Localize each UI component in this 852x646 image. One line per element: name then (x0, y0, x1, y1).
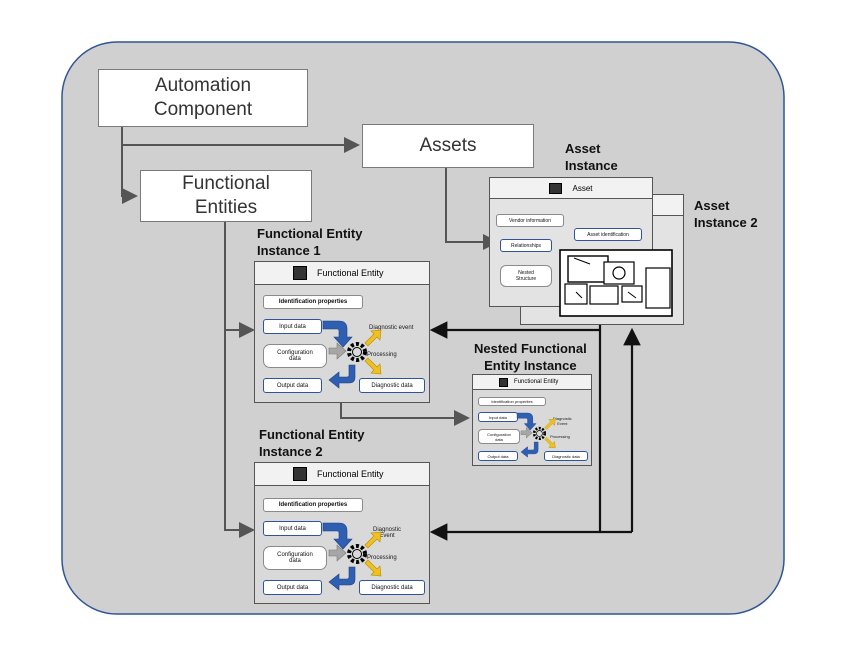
nested-structure-label: Nested Structure (515, 270, 537, 282)
asset-links (429, 305, 641, 541)
fe1-title: Functional Entity Instance 1 (257, 226, 363, 258)
nested-input-data-label: Input data (489, 414, 507, 420)
asset-identification-label: Asset identification (587, 231, 629, 238)
vendor-information-field[interactable]: Vendor information (496, 214, 564, 227)
asset-instance-2-title: Asset Instance 2 (694, 198, 758, 230)
fe-instance-1-card[interactable]: Functional Entity Identification propert… (254, 261, 430, 403)
nested-output-data-field[interactable]: Output data (478, 451, 518, 461)
asset-header-label: Asset (572, 183, 593, 193)
relationships-field[interactable]: Relationships (500, 239, 552, 252)
component-connectors (121, 124, 499, 538)
fe1-processing-label: Processing (367, 352, 397, 358)
fe1-input-data-label: Input data (279, 323, 306, 330)
fe2-processing-label: Processing (367, 555, 397, 561)
fe2-configuration-data-field[interactable]: Configuration data (263, 546, 327, 570)
nested-identification-field[interactable]: Identification properties (478, 397, 546, 406)
fe2-diagnostic-event-label: Diagnostic Event (373, 527, 402, 539)
fe2-header-label: Functional Entity (317, 469, 384, 479)
fe2-output-data-label: Output data (276, 584, 309, 591)
nested-configuration-data-label: Configuration data (487, 431, 511, 442)
functional-entity-icon (499, 377, 508, 387)
fe1-configuration-data-label: Configuration data (277, 350, 313, 362)
nested-configuration-data-field[interactable]: Configuration data (478, 429, 520, 444)
fe1-diagnostic-event-label: Diagnostic event (369, 325, 414, 331)
nested-fe-card[interactable]: Functional Entity Identification propert… (472, 374, 592, 466)
fe2-title: Functional Entity Instance 2 (259, 427, 365, 459)
assets-box[interactable]: Assets (362, 124, 534, 168)
functional-entities-box[interactable]: Functional Entities (140, 170, 312, 222)
fe1-output-data-label: Output data (276, 382, 309, 389)
assets-label: Assets (419, 135, 477, 156)
asset-icon (549, 182, 563, 194)
automation-component-box[interactable]: Automation Component (98, 69, 308, 127)
functional-entities-label: Functional Entities (182, 173, 270, 218)
fe1-output-data-field[interactable]: Output data (263, 378, 322, 393)
nested-input-data-field[interactable]: Input data (478, 412, 518, 422)
nested-title: Nested Functional Entity Instance (474, 341, 587, 373)
fe1-diagnostic-data-field[interactable]: Diagnostic data (359, 378, 425, 393)
nested-processing-label: Processing (550, 434, 570, 439)
fe2-configuration-data-label: Configuration data (277, 552, 313, 564)
nested-structure-field[interactable]: Nested Structure (500, 265, 552, 287)
fe1-diagnostic-data-label: Diagnostic data (371, 382, 413, 389)
nested-diagnostic-data-field[interactable]: Diagnostic data (544, 451, 588, 461)
nested-header-label: Functional Entity (514, 379, 559, 385)
fe2-diagnostic-data-field[interactable]: Diagnostic data (359, 580, 425, 595)
fe1-identification-label: Identification properties (278, 299, 348, 305)
fe2-header: Functional Entity (255, 463, 429, 486)
fe1-header-label: Functional Entity (317, 268, 384, 278)
nested-diagnostic-data-label: Diagnostic data (552, 453, 580, 459)
nested-output-data-label: Output data (487, 453, 509, 459)
fe1-identification-field[interactable]: Identification properties (263, 295, 363, 309)
nested-header: Functional Entity (473, 375, 591, 390)
functional-entity-icon (293, 467, 307, 481)
fe2-identification-field[interactable]: Identification properties (263, 498, 363, 512)
fe2-input-data-label: Input data (279, 525, 306, 532)
nested-diagnostic-event-label: Diagnostic Event (553, 416, 572, 426)
automation-component-label: Automation Component (153, 75, 253, 120)
fe2-input-data-field[interactable]: Input data (263, 521, 322, 536)
nested-identification-label: Identification properties (491, 399, 533, 404)
fe2-diagnostic-data-label: Diagnostic data (371, 584, 413, 591)
fe1-configuration-data-field[interactable]: Configuration data (263, 344, 327, 368)
asset-instance-title: Asset Instance (565, 141, 618, 173)
fe2-output-data-field[interactable]: Output data (263, 580, 322, 595)
fe1-header: Functional Entity (255, 262, 429, 285)
functional-entity-icon (293, 266, 307, 280)
relationships-label: Relationships (510, 242, 542, 249)
asset-instance-card[interactable]: Asset Vendor information Asset identific… (489, 177, 653, 307)
asset-header: Asset (490, 178, 652, 199)
fe2-identification-label: Identification properties (278, 502, 348, 508)
fe-instance-2-card[interactable]: Functional Entity Identification propert… (254, 462, 430, 604)
asset-identification-field[interactable]: Asset identification (574, 228, 642, 241)
fe1-input-data-field[interactable]: Input data (263, 319, 322, 334)
vendor-information-label: Vendor information (509, 217, 551, 224)
